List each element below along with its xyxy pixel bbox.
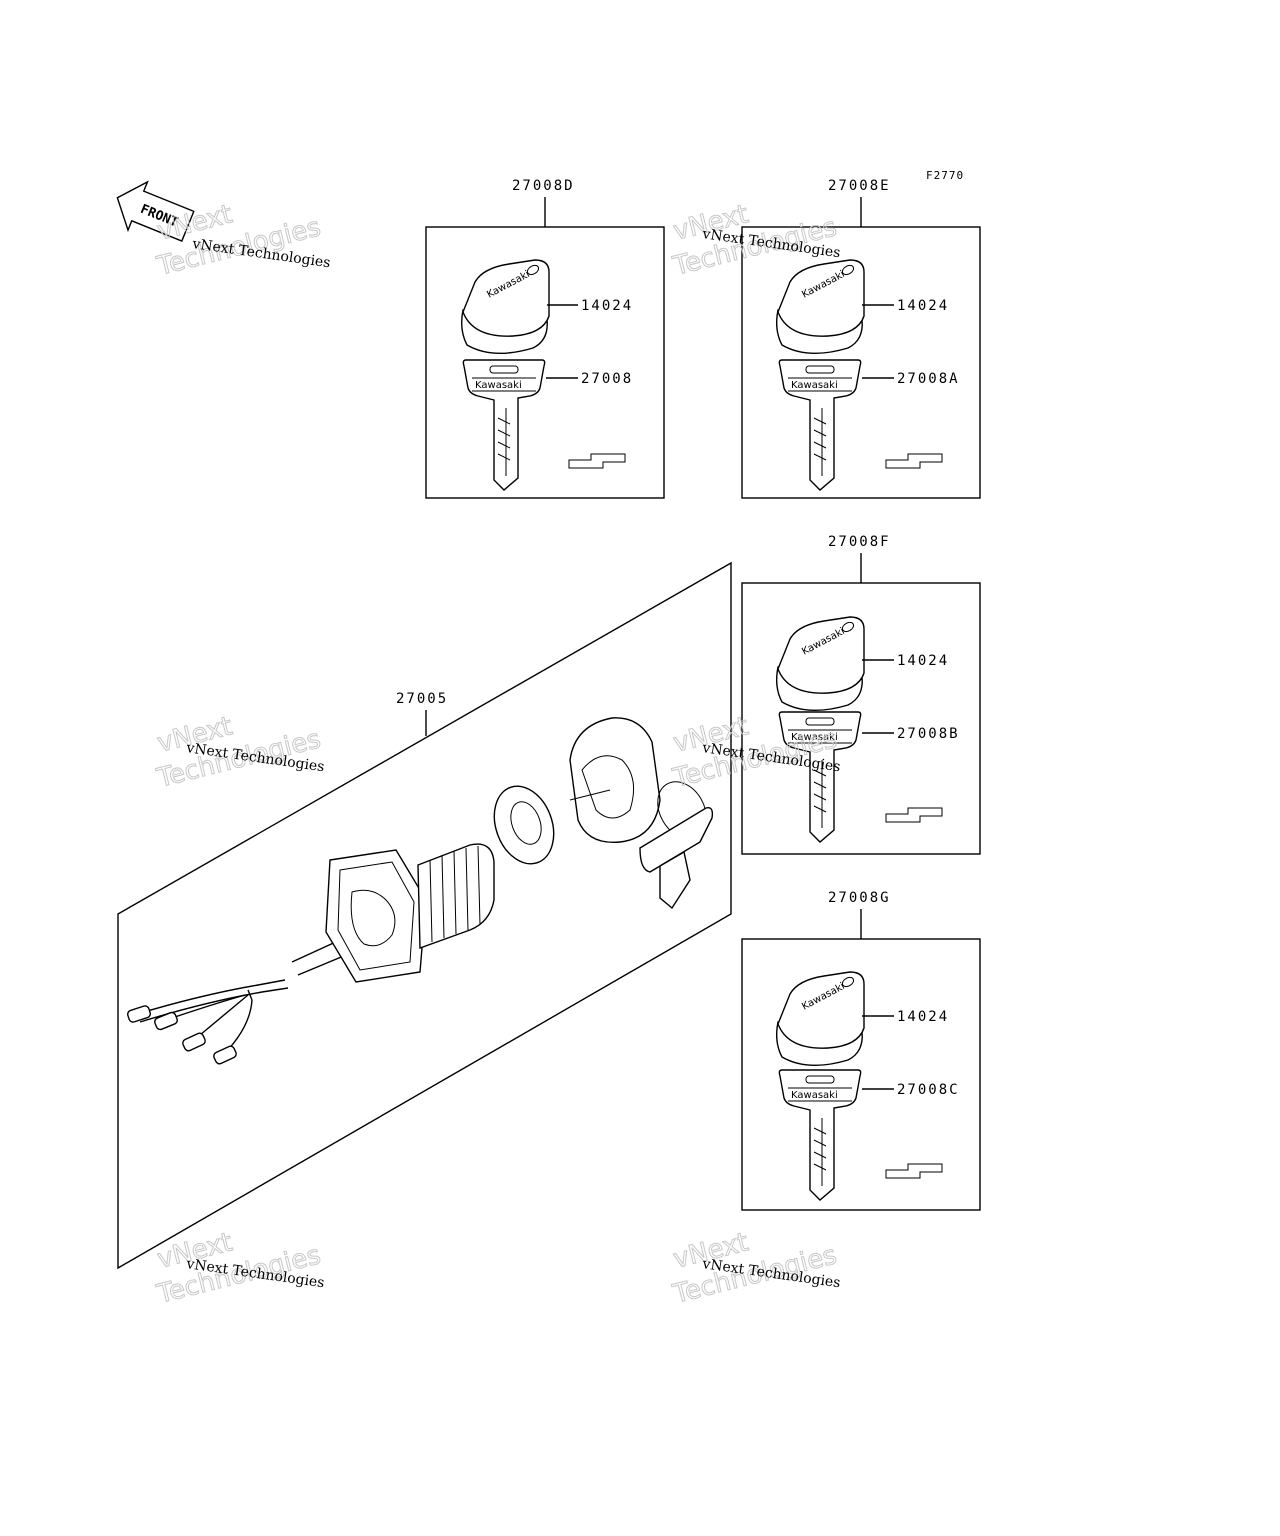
kit-27008d-box bbox=[425, 226, 665, 499]
part-label: 27008B bbox=[897, 726, 960, 742]
kit-27008d: 27008D Kawasaki 14024 Kawasaki 27008 bbox=[425, 178, 665, 499]
front-arrow-icon: FRONT bbox=[116, 180, 195, 242]
part-label: 27008A bbox=[897, 371, 960, 387]
part-label: 14024 bbox=[897, 298, 949, 314]
key-cut-icon bbox=[568, 453, 626, 469]
part-label: 27008C bbox=[897, 1082, 960, 1098]
key-part: Kawasaki bbox=[462, 359, 546, 491]
svg-text:Kawasaki: Kawasaki bbox=[475, 380, 522, 391]
diagram-code: F2770 bbox=[926, 169, 964, 182]
knob-part: Kawasaki bbox=[775, 259, 865, 355]
kit-27008f: 27008F Kawasaki 14024 Kawasaki 27008B bbox=[741, 534, 981, 855]
svg-text:Kawasaki: Kawasaki bbox=[791, 732, 838, 743]
key-cut-icon bbox=[885, 807, 943, 823]
svg-text:Kawasaki: Kawasaki bbox=[791, 1090, 838, 1101]
watermark: vNext Technologies vNext Technologies bbox=[153, 199, 331, 283]
part-label: 14024 bbox=[897, 1009, 949, 1025]
kit-27008g-label: 27008G bbox=[828, 890, 891, 906]
kit-27008e-box bbox=[741, 226, 981, 499]
main-part-label: 27005 bbox=[396, 691, 448, 707]
watermark: vNext Technologies vNext Technologies bbox=[669, 199, 841, 283]
ignition-switch-assembly: 27005 bbox=[117, 561, 732, 1270]
key-part: Kawasaki bbox=[778, 1069, 862, 1201]
kit-27008g-box bbox=[741, 938, 981, 1211]
key-cut-icon bbox=[885, 1163, 943, 1179]
kit-27008f-box bbox=[741, 582, 981, 855]
kit-27008e: 27008E Kawasaki 14024 Kawasaki 27008A bbox=[741, 178, 981, 499]
watermark: vNext Technologies vNext Technologies bbox=[669, 1227, 841, 1311]
knob-part: Kawasaki bbox=[775, 616, 865, 712]
svg-text:Kawasaki: Kawasaki bbox=[791, 380, 838, 391]
watermark: vNext Technologies vNext Technologies bbox=[669, 711, 841, 795]
kit-27008e-label: 27008E bbox=[828, 178, 891, 194]
key-part: Kawasaki bbox=[778, 711, 862, 843]
knob-part: Kawasaki bbox=[775, 971, 865, 1067]
assembly-frame bbox=[117, 561, 732, 1270]
kit-27008g: 27008G Kawasaki 14024 Kawasaki 27008C bbox=[741, 890, 981, 1211]
part-label: 14024 bbox=[897, 653, 949, 669]
part-label: 27008 bbox=[581, 371, 633, 387]
watermark: vNext Technologies vNext Technologies bbox=[153, 1227, 325, 1311]
kit-27008f-label: 27008F bbox=[828, 534, 891, 550]
key-part: Kawasaki bbox=[778, 359, 862, 491]
key-cut-icon bbox=[885, 453, 943, 469]
kit-27008d-label: 27008D bbox=[512, 178, 575, 194]
watermark: vNext Technologies vNext Technologies bbox=[153, 711, 325, 795]
knob-part: Kawasaki bbox=[460, 259, 550, 355]
part-label: 14024 bbox=[581, 298, 633, 314]
